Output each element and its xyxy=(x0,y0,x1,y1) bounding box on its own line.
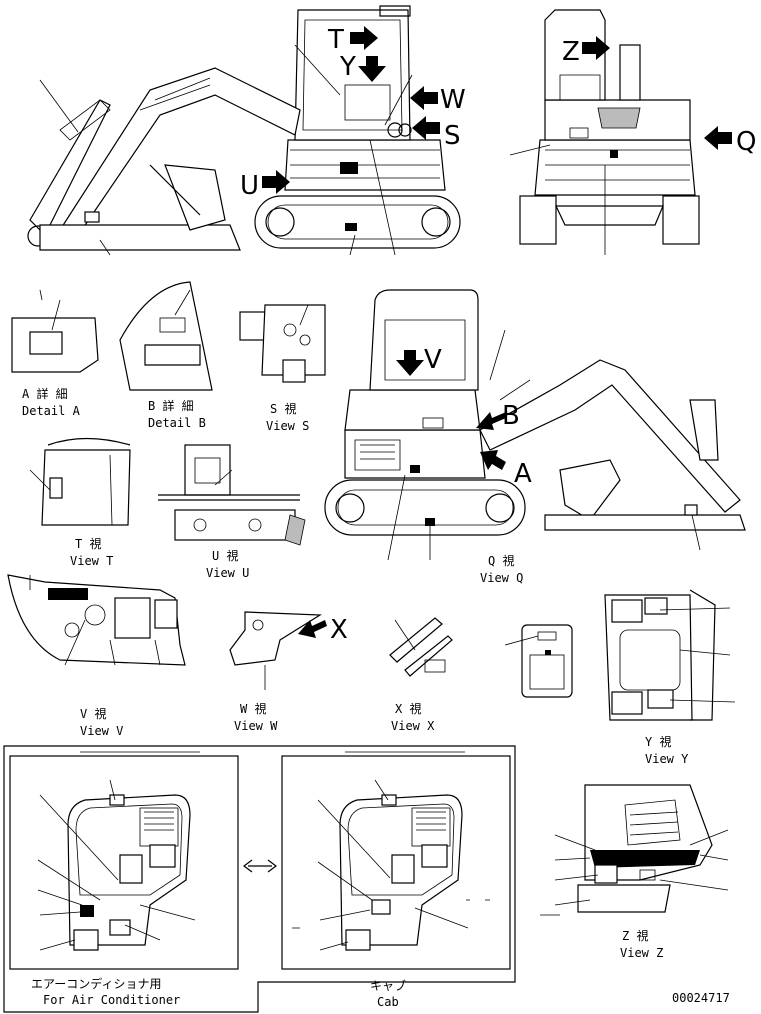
arrow-u-icon xyxy=(262,170,290,194)
view-u-label-en: View U xyxy=(206,566,249,580)
arrow-y-icon xyxy=(358,56,386,82)
view-q-label-en: View Q xyxy=(480,571,523,585)
view-v-label-en: View V xyxy=(80,724,123,738)
view-s-drawing xyxy=(239,304,326,383)
view-z-label-en: View Z xyxy=(620,946,663,960)
view-x-label-en: View X xyxy=(391,719,435,733)
arrow-label-a: A xyxy=(514,459,532,489)
center-view-arrows: V B A xyxy=(396,345,532,489)
arrow-v-icon xyxy=(396,350,424,376)
drawing-number: 00024717 xyxy=(672,991,730,1005)
view-s-label-jp: S 視 xyxy=(270,401,296,416)
arrow-z-icon xyxy=(582,36,610,60)
ac-cab-drawing xyxy=(37,779,196,951)
detail-b-drawing xyxy=(119,281,213,391)
view-t-label-en: View T xyxy=(70,554,113,568)
ac-panel-label-en: For Air Conditioner xyxy=(43,993,180,1007)
view-s-label-en: View S xyxy=(266,419,309,433)
arrow-label-s: S xyxy=(444,121,461,151)
arrow-w-icon xyxy=(410,86,438,110)
cab-drawing xyxy=(292,779,490,951)
arrow-label-w: W xyxy=(440,85,466,115)
arrow-q-icon xyxy=(704,126,732,150)
arrow-label-v: V xyxy=(424,345,442,375)
arrow-t-icon xyxy=(350,26,378,50)
arrow-label-x: X xyxy=(330,615,348,645)
meter-panel-drawing xyxy=(504,624,573,698)
excavator-rear-view xyxy=(509,9,700,255)
detail-a-drawing xyxy=(11,289,99,373)
arrow-label-b: B xyxy=(502,401,520,431)
cab-panel-label-en: Cab xyxy=(377,995,399,1009)
view-q-label-jp: Q 視 xyxy=(488,553,514,568)
arrow-label-q: Q xyxy=(736,127,756,157)
view-x-label-jp: X 視 xyxy=(395,701,421,716)
arrow-b-icon xyxy=(476,412,506,430)
detail-a-label-en: Detail A xyxy=(22,404,81,418)
view-u-label-jp: U 視 xyxy=(212,548,238,563)
view-w-label-jp: W 視 xyxy=(240,701,266,716)
detail-b-label-en: Detail B xyxy=(148,416,206,430)
view-x-drawing xyxy=(389,617,453,677)
cab-panels-frame xyxy=(3,745,516,1013)
excavator-opposite-view xyxy=(324,289,746,561)
cab-panel-label-jp: キャブ xyxy=(370,978,406,993)
side-view-arrows: T Y W S U xyxy=(240,25,466,201)
arrow-s-icon xyxy=(412,116,440,140)
view-y-label-jp: Y 視 xyxy=(645,734,671,749)
view-u-drawing xyxy=(158,444,306,546)
arrow-label-z: Z xyxy=(562,37,580,67)
view-t-drawing xyxy=(29,437,131,526)
view-y-drawing xyxy=(604,589,736,721)
detail-b-label-jp: B 詳 細 xyxy=(148,398,194,413)
arrow-a-icon xyxy=(480,450,506,470)
view-v-label-jp: V 視 xyxy=(80,706,106,721)
view-w-label-en: View W xyxy=(234,719,278,733)
detail-a-label-jp: A 詳 細 xyxy=(22,386,68,401)
arrow-label-y: Y xyxy=(339,52,356,82)
excavator-side-view xyxy=(27,5,461,256)
arrow-x-icon xyxy=(298,620,327,638)
view-y-label-en: View Y xyxy=(645,752,689,766)
view-v-drawing xyxy=(7,574,186,666)
rear-view-arrows: Z Q xyxy=(562,36,756,157)
swap-arrow-icon xyxy=(243,859,277,873)
ac-panel-label-jp: エアーコンディショナ用 xyxy=(31,976,161,991)
arrow-label-u: U xyxy=(240,171,259,201)
arrow-label-t: T xyxy=(327,25,344,55)
view-w-drawing xyxy=(229,611,322,690)
view-t-label-jp: T 視 xyxy=(75,536,101,551)
view-z-label-jp: Z 視 xyxy=(622,928,648,943)
view-z-drawing xyxy=(540,784,729,916)
